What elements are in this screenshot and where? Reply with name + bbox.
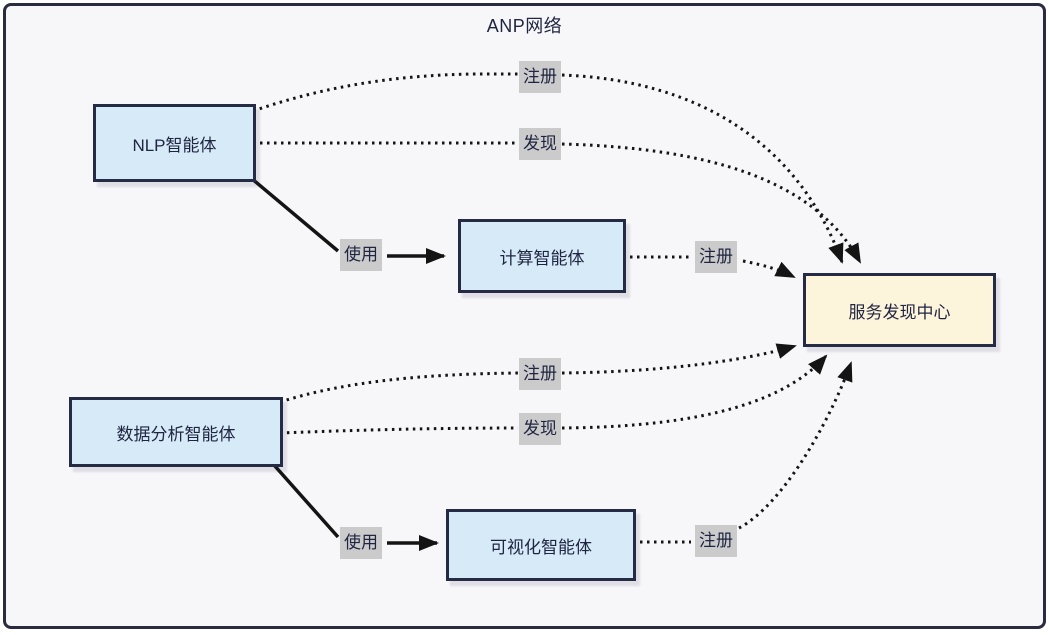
edge-label-data-register: 注册 [519,358,561,390]
edge-viz-register [633,363,851,544]
diagram-canvas: ANP网络 NLP智能体 计算智能体 数据分析智能体 可视化智能体 [3,3,1046,629]
edge-layer [249,72,1046,629]
edge-label-data-use: 使用 [340,527,382,559]
edge-label-nlp-use: 使用 [340,239,382,271]
edge-label-viz-register: 注册 [695,525,737,557]
node-label: 可视化智能体 [490,537,592,557]
edge-label-nlp-discover: 发现 [519,128,561,160]
node-service-discovery-center: 服务发现中心 [803,273,996,347]
edge-data-discover [279,356,826,435]
diagram-title: ANP网络 [486,16,563,36]
node-data-analysis-agent: 数据分析智能体 [69,397,283,467]
edge-nlp-use [249,176,444,256]
edge-compute-register [623,255,794,277]
edge-label-compute-register: 注册 [695,241,737,273]
edge-nlp-discover [253,141,860,262]
node-visualization-agent: 可视化智能体 [446,509,636,581]
node-compute-agent: 计算智能体 [458,219,626,293]
node-label: 服务发现中心 [848,302,951,322]
edge-nlp-register [252,72,842,262]
edge-data-use [272,463,437,543]
edge-label-nlp-register: 注册 [519,61,561,93]
node-label: 计算智能体 [499,248,585,268]
node-label: 数据分析智能体 [116,424,236,444]
edge-label-data-discover: 发现 [519,413,561,445]
node-label: NLP智能体 [132,135,217,155]
node-nlp-agent: NLP智能体 [93,104,256,182]
